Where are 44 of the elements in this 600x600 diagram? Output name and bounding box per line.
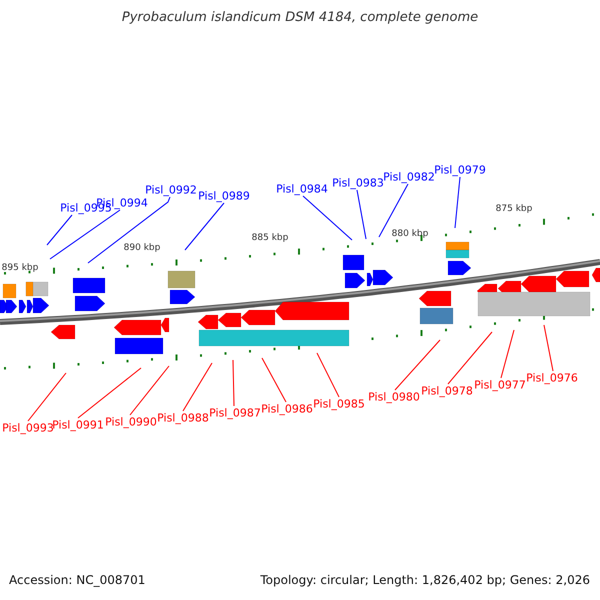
leader-line xyxy=(130,366,170,416)
scale-label: 885 kbp xyxy=(252,233,288,243)
footer-text: Accession: NC_008701 xyxy=(9,573,146,587)
gene-label: Pisl_0976 xyxy=(526,372,578,384)
leader-line xyxy=(378,184,408,238)
leader-line xyxy=(232,360,234,406)
gene-label: Pisl_0983 xyxy=(332,176,384,190)
gene-label: Pisl_0987 xyxy=(209,406,261,420)
leader-line xyxy=(544,324,554,372)
leader-line xyxy=(302,196,352,240)
scale-label: 880 kbp xyxy=(392,229,428,239)
scale-label: 895 kbp xyxy=(2,263,38,273)
leader-line xyxy=(454,176,460,228)
gene-label: Pisl_0991 xyxy=(52,418,104,432)
leader-line xyxy=(88,196,170,264)
leader-line xyxy=(50,210,120,260)
leader-line xyxy=(316,352,340,398)
gene-label: Pisl_0984 xyxy=(276,182,328,196)
gene-label: Pisl_0993 xyxy=(2,422,54,434)
scale-label: 875 kbp xyxy=(496,204,532,214)
leader-line xyxy=(184,202,224,250)
gene-label: Pisl_0982 xyxy=(383,170,435,184)
leader-line xyxy=(28,372,66,422)
leader-line xyxy=(356,190,366,240)
gene-label: Pisl_0988 xyxy=(157,412,209,424)
footer-text: Topology: circular; Length: 1,826,402 bp; Genes: 2,026 xyxy=(260,573,590,587)
gene-label: Pisl_0985 xyxy=(313,398,365,410)
gene-label: Pisl_0978 xyxy=(421,384,473,398)
leader-line xyxy=(394,340,440,390)
gene-label: Pisl_0989 xyxy=(198,190,250,202)
leader-line xyxy=(46,214,72,246)
leader-line xyxy=(78,368,142,418)
gene-label: Pisl_0980 xyxy=(368,390,420,404)
leader-line xyxy=(262,358,286,402)
scale-label: 890 kbp xyxy=(124,243,160,253)
chart-title: Pyrobaculum islandicum DSM 4184, complete genome xyxy=(122,10,478,25)
leader-line xyxy=(182,362,212,412)
gene-label: Pisl_0977 xyxy=(474,378,526,392)
gene-label: Pisl_0986 xyxy=(261,402,313,416)
gene-label: Pisl_0992 xyxy=(145,184,197,196)
gene-label: Pisl_0979 xyxy=(434,164,486,176)
leader-line xyxy=(500,330,514,378)
gene-label: Pisl_0990 xyxy=(105,416,157,428)
leader-line xyxy=(448,332,492,384)
